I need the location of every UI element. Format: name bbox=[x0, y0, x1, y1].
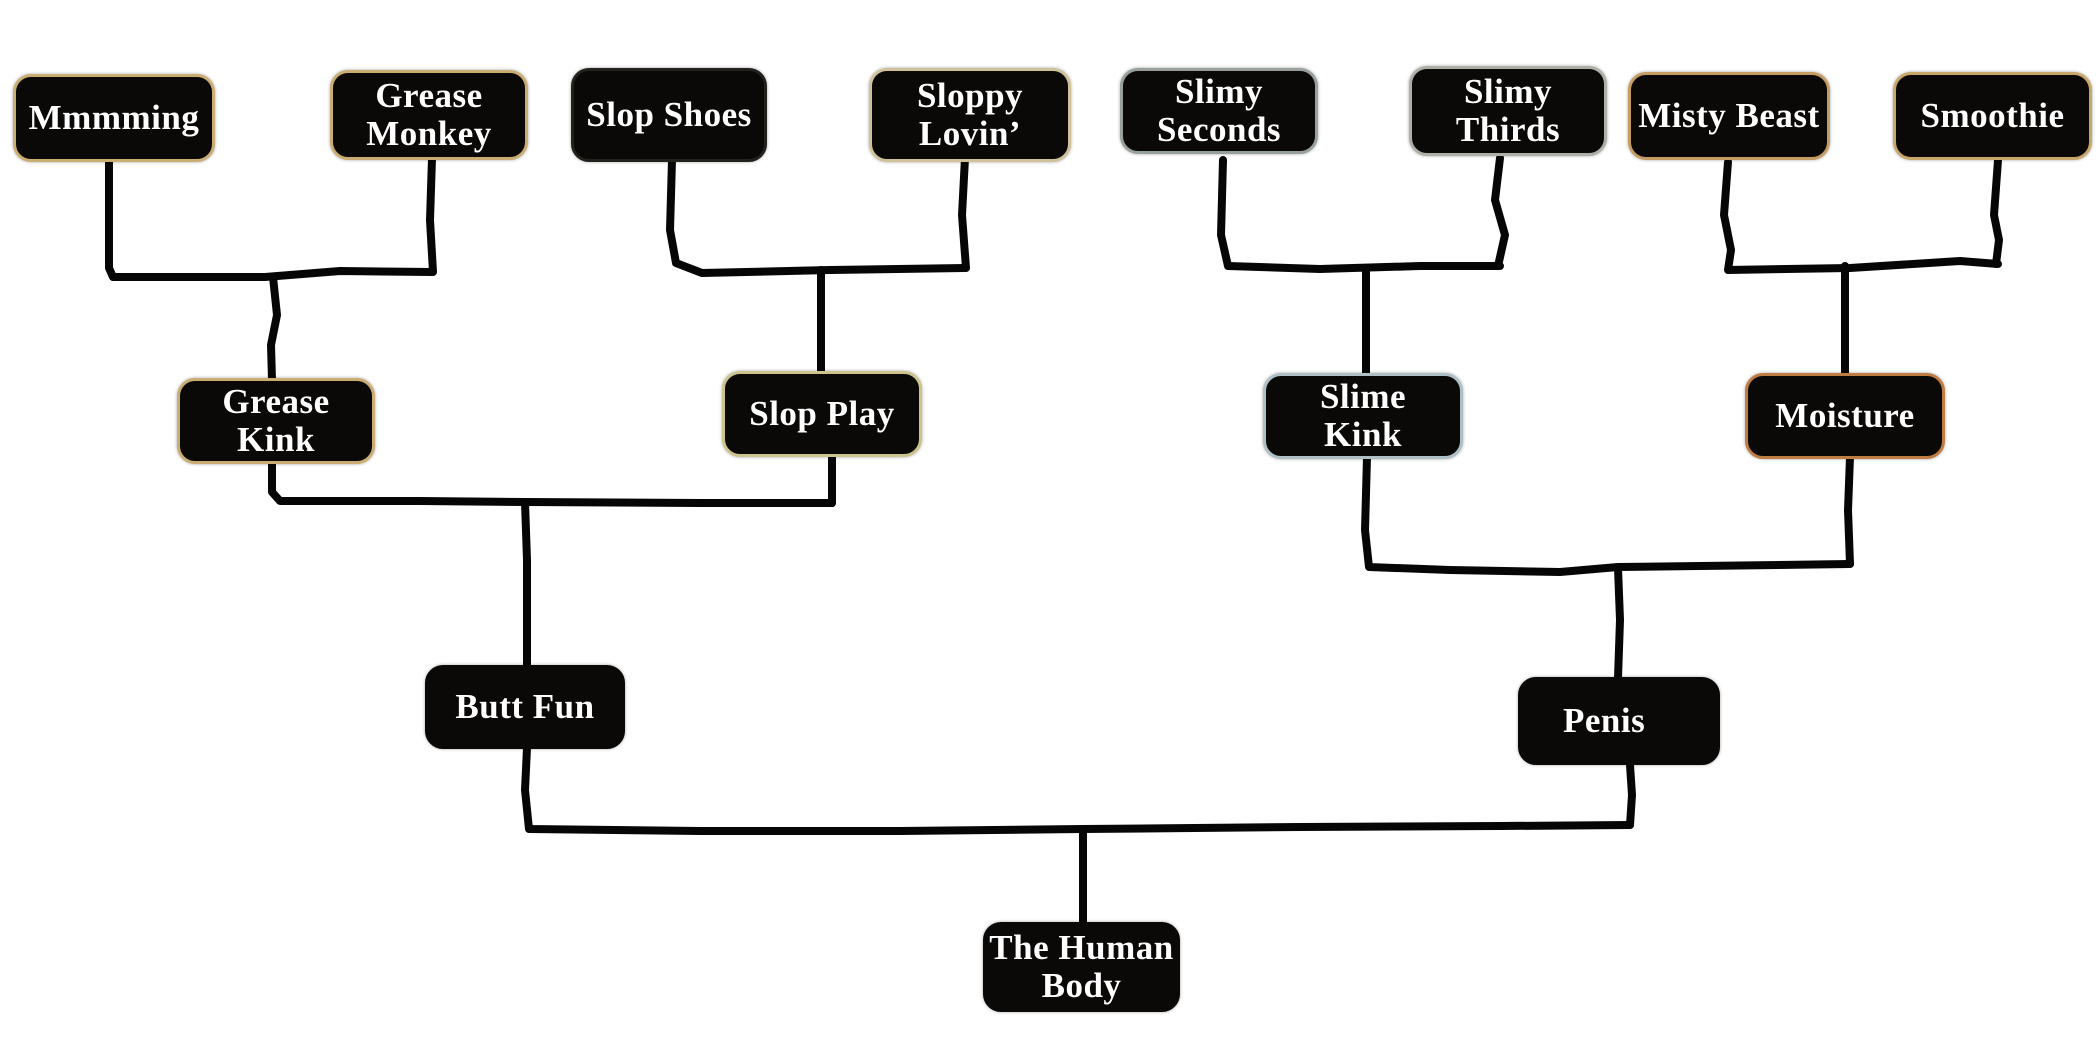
node-label: Mmmming bbox=[28, 97, 200, 137]
node-butt-fun: Butt Fun bbox=[425, 665, 625, 749]
connector-line bbox=[1844, 453, 1854, 568]
connector-line bbox=[105, 154, 436, 281]
node-label: Sloppy Lovin’ bbox=[916, 75, 1024, 153]
connector-line bbox=[1720, 158, 2002, 274]
node-label: Moisture bbox=[1775, 395, 1915, 435]
connector-line bbox=[268, 458, 836, 507]
node-misty-beast: Misty Beast bbox=[1628, 72, 1830, 160]
node-label: Grease Kink bbox=[222, 381, 330, 459]
connector-line bbox=[521, 498, 531, 669]
connector-line bbox=[1361, 453, 1854, 576]
node-label: Grease Monkey bbox=[366, 75, 492, 153]
node-penis: Penis bbox=[1518, 677, 1720, 765]
node-label: Slimy Seconds bbox=[1156, 71, 1282, 149]
node-label: Slop Shoes bbox=[586, 94, 752, 134]
connector-line bbox=[521, 744, 1634, 835]
node-label: The Human Body bbox=[989, 927, 1174, 1005]
node-label: Misty Beast bbox=[1638, 95, 1820, 135]
node-slimy-seconds: Slimy Seconds bbox=[1120, 68, 1318, 154]
node-smoothie: Smoothie bbox=[1893, 72, 2092, 160]
connector-line bbox=[1614, 564, 1624, 682]
node-label: Smoothie bbox=[1920, 95, 2065, 135]
connector-line bbox=[267, 273, 281, 384]
node-the-human-body: The Human Body bbox=[983, 922, 1180, 1012]
node-label: Butt Fun bbox=[455, 686, 595, 726]
node-label: Slimy Thirds bbox=[1455, 71, 1561, 149]
node-grease-monkey: Grease Monkey bbox=[330, 70, 528, 160]
connector-line bbox=[666, 156, 969, 277]
connector-line bbox=[1491, 154, 1509, 270]
node-label: Slime Kink bbox=[1319, 376, 1407, 454]
node-label: Penis bbox=[1563, 700, 1646, 740]
connector-line bbox=[1626, 761, 1636, 829]
node-mmmming: Mmmming bbox=[13, 74, 215, 162]
connector-line bbox=[958, 154, 970, 272]
node-slop-play: Slop Play bbox=[722, 371, 922, 457]
node-slop-shoes: Slop Shoes bbox=[571, 68, 767, 162]
node-grease-kink: Grease Kink bbox=[177, 378, 375, 464]
node-slime-kink: Slime Kink bbox=[1263, 373, 1463, 459]
node-moisture: Moisture bbox=[1745, 373, 1945, 459]
node-slimy-thirds: Slimy Thirds bbox=[1409, 66, 1607, 156]
connector-line bbox=[426, 154, 437, 276]
node-label: Slop Play bbox=[749, 393, 895, 433]
connector-line bbox=[1990, 156, 2003, 268]
node-sloppy-lovin: Sloppy Lovin’ bbox=[869, 68, 1071, 162]
connector-line bbox=[1217, 156, 1504, 273]
